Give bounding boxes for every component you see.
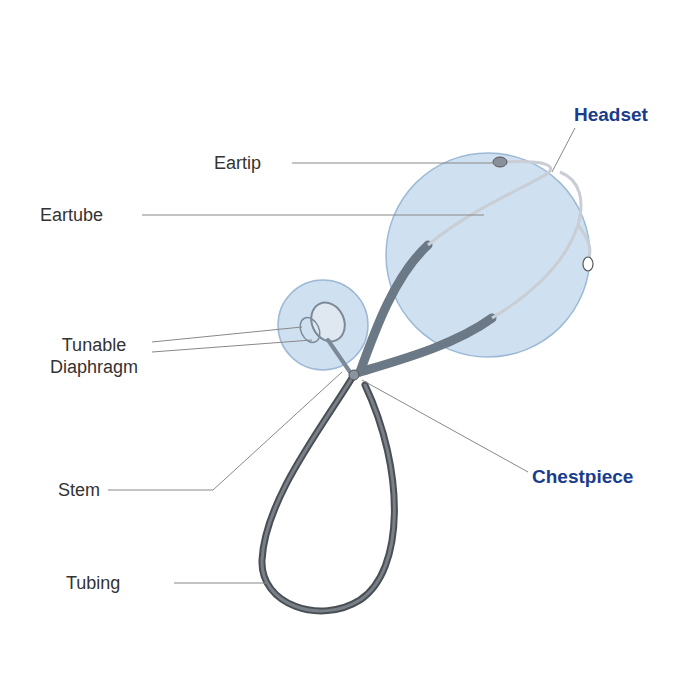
- leader-line: [174, 583, 266, 584]
- tubing-shine: [262, 378, 394, 611]
- leader-line: [362, 380, 528, 472]
- eartube-left: [428, 162, 551, 245]
- part-heading: Headset: [574, 104, 648, 126]
- leader-line: [552, 128, 575, 172]
- part-label: Eartip: [214, 152, 261, 174]
- eartube-link: [492, 172, 581, 318]
- stem: [328, 340, 350, 372]
- eartip-left: [493, 157, 507, 167]
- leader-line: [108, 490, 213, 491]
- leader-line: [213, 372, 342, 490]
- eartube-right: [578, 225, 590, 258]
- chestpiece-highlight: [278, 280, 368, 370]
- part-label: Stem: [58, 479, 100, 501]
- eartip-right: [583, 257, 593, 271]
- leader-line: [142, 215, 484, 216]
- binaural-right: [360, 318, 492, 372]
- stem-joint: [349, 370, 359, 380]
- part-label: Tubing: [66, 572, 120, 594]
- leader-line: [152, 327, 302, 342]
- tubing: [262, 378, 394, 611]
- leader-line: [152, 340, 312, 352]
- leader-line: [292, 163, 494, 164]
- part-heading: Chestpiece: [532, 466, 633, 488]
- part-label: Tunable Diaphragm: [38, 334, 150, 378]
- part-label: Eartube: [40, 204, 103, 226]
